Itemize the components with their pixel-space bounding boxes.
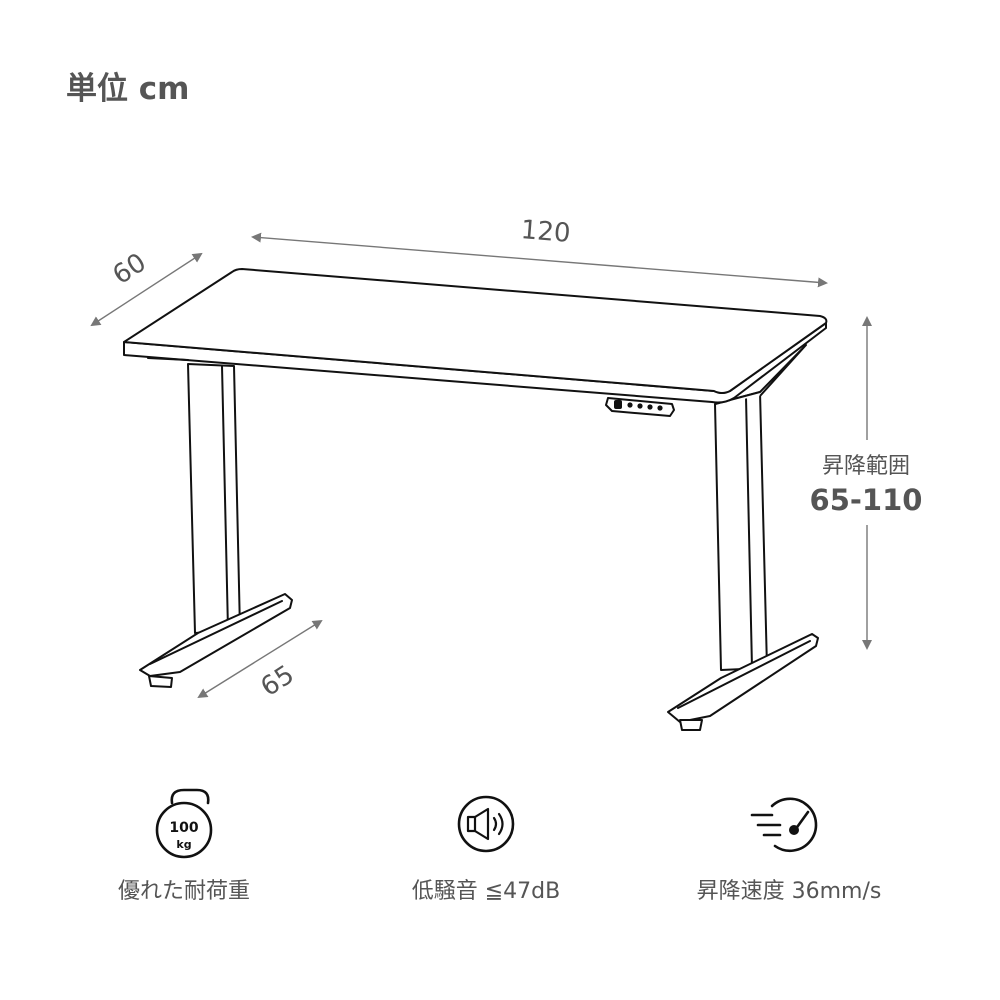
feature-label-speed: 昇降速度 36mm/s [697, 879, 882, 904]
foot-depth-arrow [197, 619, 323, 699]
speaker-icon [457, 795, 515, 853]
control-button-2 [637, 403, 643, 409]
feature-label-load: 優れた耐荷重 [118, 879, 250, 904]
standing-desk-illustration [123, 268, 828, 731]
depth-arrow [90, 252, 203, 327]
right-foot [667, 633, 819, 731]
width-arrow [251, 232, 828, 288]
left-foot [139, 593, 293, 688]
speedometer-icon [750, 797, 818, 853]
unit-label: 単位 cm [66, 71, 189, 107]
control-button-3 [647, 404, 653, 410]
height-range-title: 昇降範囲 [822, 454, 910, 479]
width-dimension: 120 [251, 215, 828, 288]
control-button-4 [657, 405, 663, 411]
control-button-1 [627, 402, 633, 408]
weight-icon-value: 100 [169, 820, 198, 836]
foot-depth-value: 65 [256, 660, 300, 703]
height-range-dimension: 昇降範囲 65-110 [810, 316, 925, 650]
weight-icon-unit: kg [176, 838, 191, 851]
width-value: 120 [520, 215, 572, 249]
weight-icon: 100 kg [155, 788, 213, 859]
left-leg [187, 363, 241, 634]
desk-top [123, 268, 828, 404]
control-panel [605, 397, 675, 417]
height-range-value: 65-110 [810, 483, 923, 517]
feature-label-noise: 低騒音 ≦47dB [412, 879, 560, 904]
depth-value: 60 [108, 248, 152, 291]
